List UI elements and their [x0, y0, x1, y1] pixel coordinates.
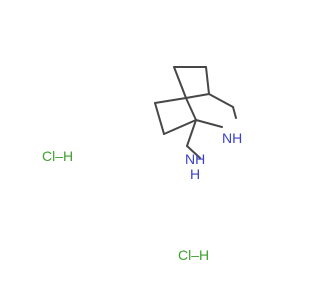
bond-c1-ch2	[186, 119, 197, 147]
bond-c4-c5	[173, 66, 187, 99]
bond-n2-c1	[195, 119, 223, 128]
bicyclo-skeleton	[154, 66, 237, 159]
bond-c7-c3	[208, 93, 234, 108]
bond-c4-c7	[185, 93, 210, 99]
bond-c9-c1	[163, 119, 197, 135]
bond-c3-n2	[232, 106, 237, 119]
amine-h-label: H	[190, 166, 200, 182]
bond-c6-c7	[205, 66, 210, 95]
bond-c8-c9	[154, 102, 165, 135]
ring-nh-label: NH	[222, 130, 242, 146]
hcl-label-1: Cl–H	[42, 148, 73, 164]
amine-group: NH H	[185, 151, 205, 182]
amine-nh-label: NH	[185, 151, 205, 167]
hcl-label-2: Cl–H	[178, 247, 209, 263]
bond-c4-c8	[154, 97, 187, 104]
bond-ch2-n	[186, 145, 201, 159]
structure-canvas: NH NH H Cl–H Cl–H	[42, 66, 242, 263]
bond-c1-c4	[185, 97, 197, 121]
